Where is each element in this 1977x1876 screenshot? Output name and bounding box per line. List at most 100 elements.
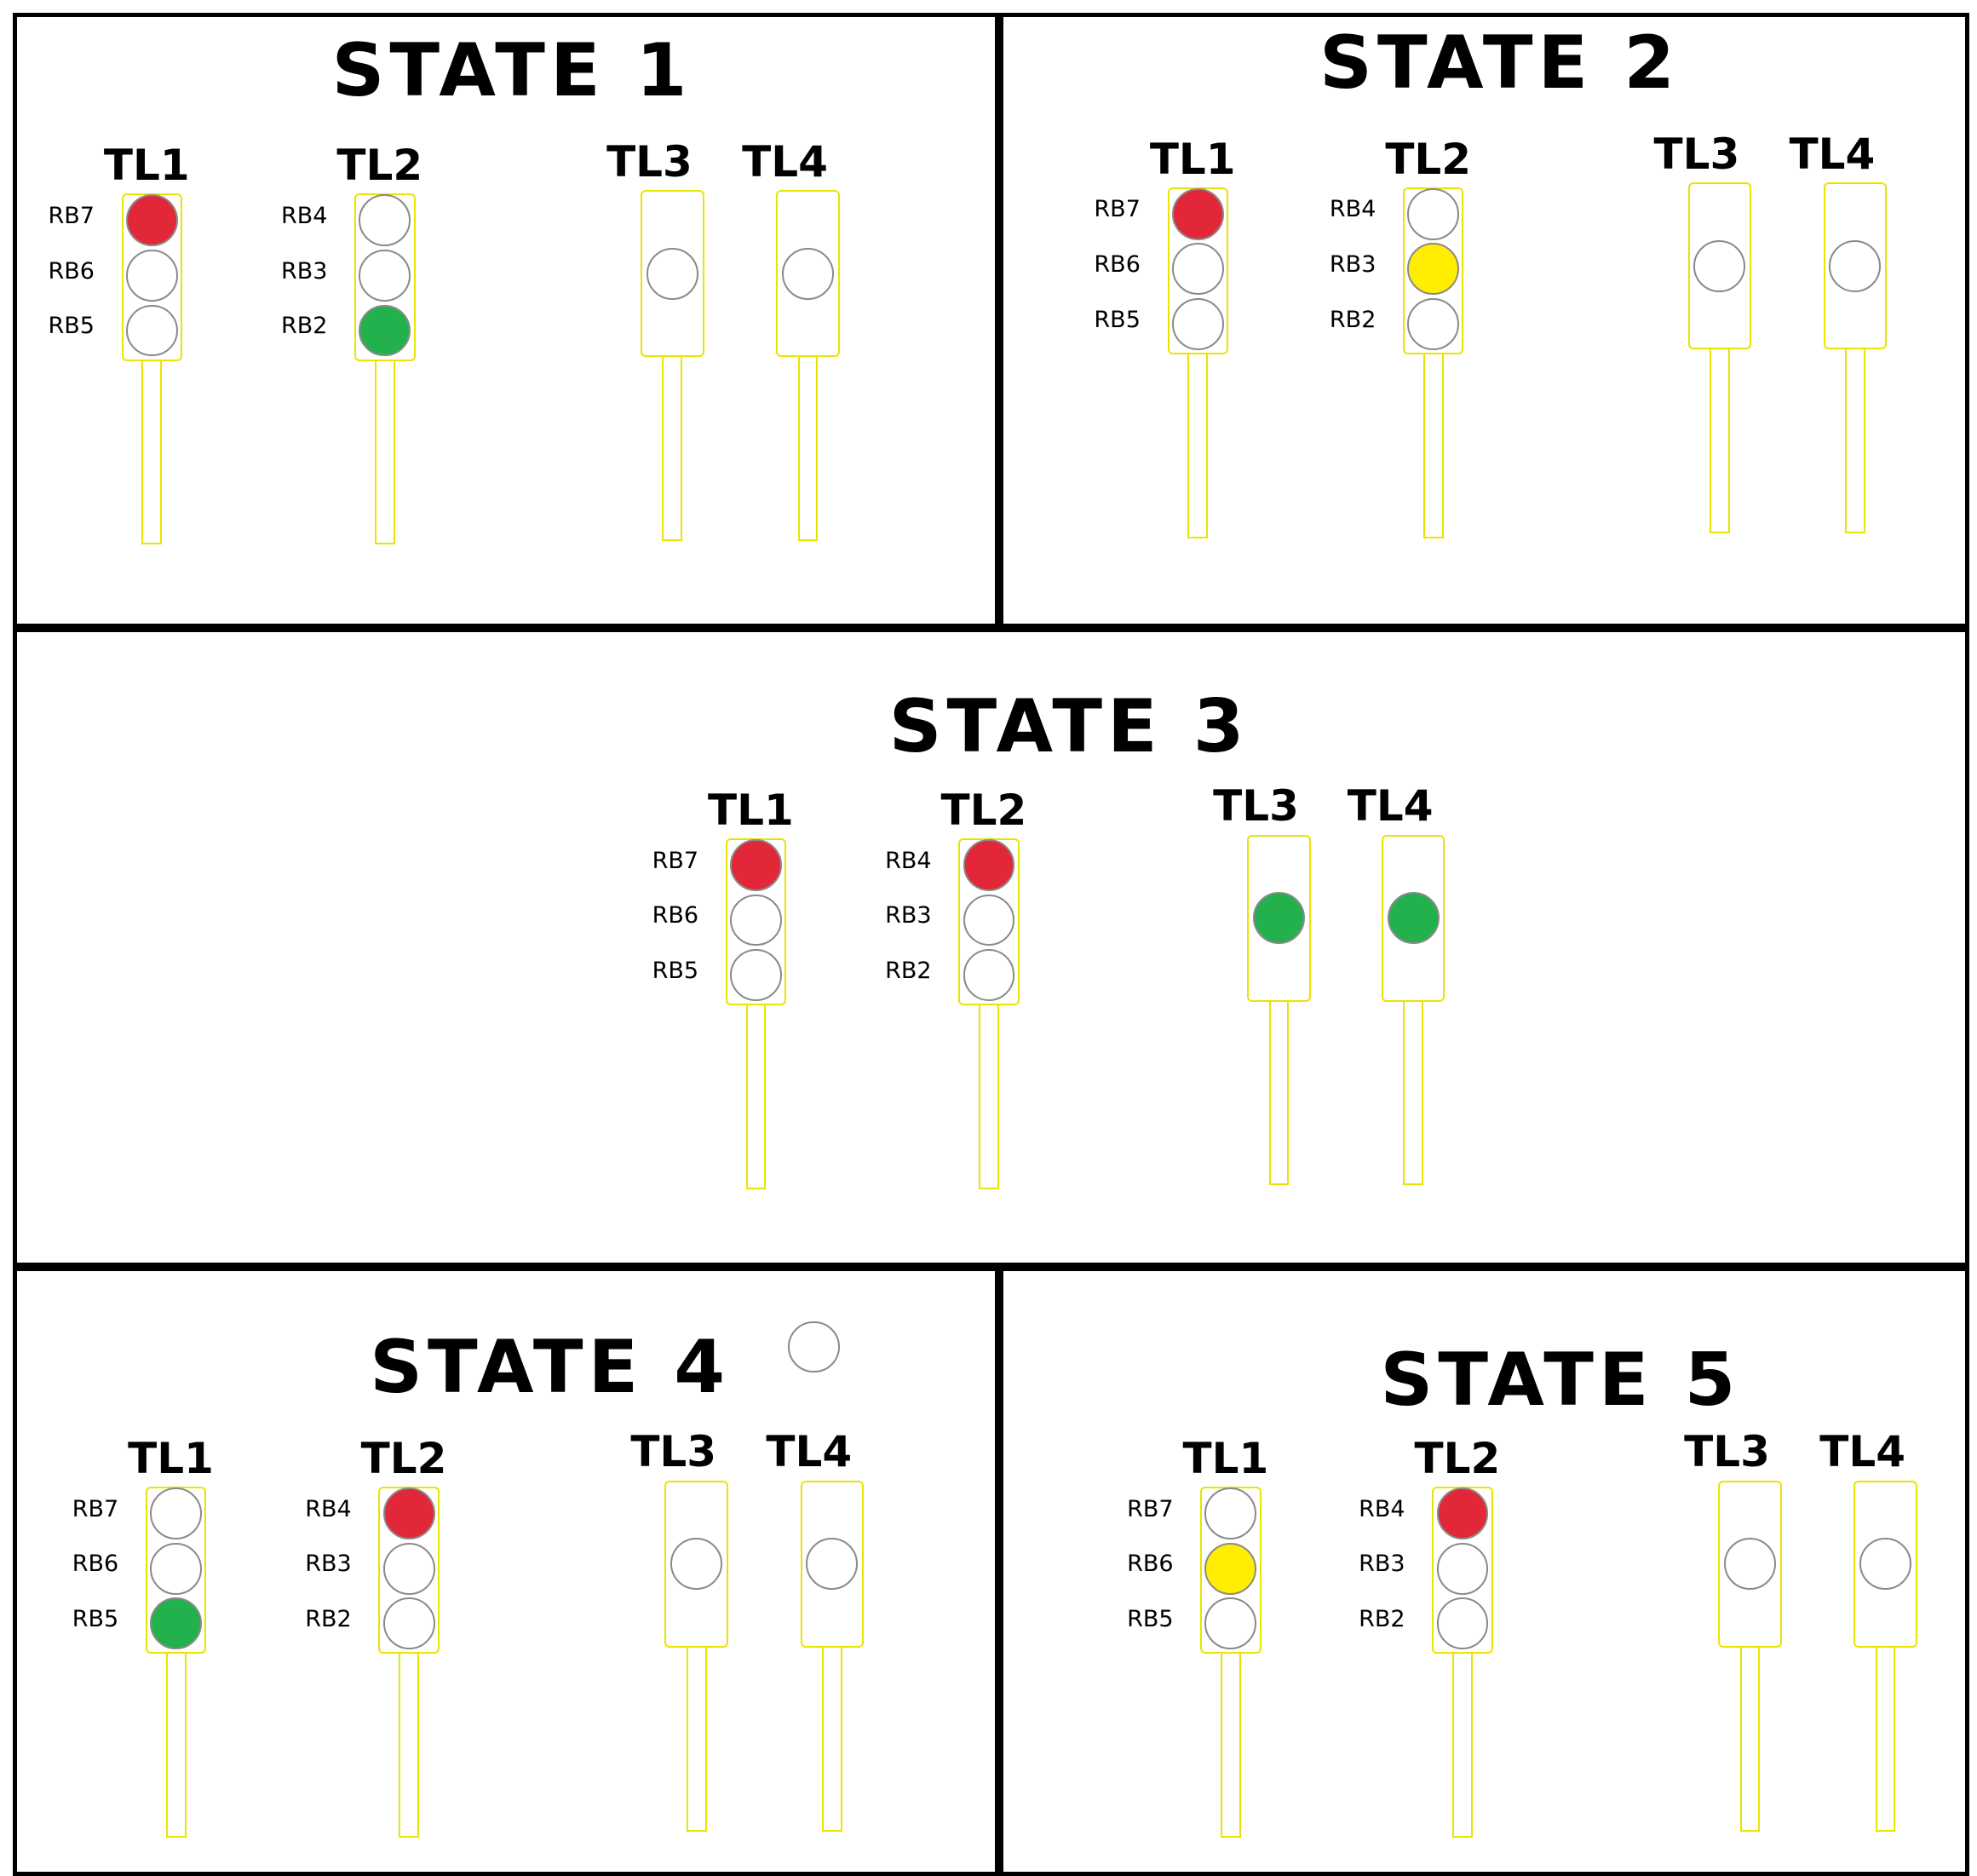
- lamp-off: [1204, 1597, 1257, 1650]
- lamp-red: [1436, 1488, 1489, 1539]
- lamp-label: RB6: [48, 257, 95, 285]
- lamp-off: [806, 1538, 859, 1591]
- lamp-label: RB6: [1127, 1551, 1174, 1578]
- lamp-label: RB6: [652, 902, 699, 929]
- traffic-light-pole: [1709, 347, 1730, 533]
- lamp-label: RB7: [72, 1495, 119, 1522]
- traffic-light-pole: [165, 1651, 187, 1839]
- lamp-label: RB7: [1094, 196, 1141, 223]
- lamp-off: [670, 1538, 723, 1591]
- traffic-light-pole: [1187, 352, 1209, 538]
- traffic-light-name: TL1: [1149, 134, 1236, 184]
- traffic-light-pole: [1739, 1645, 1761, 1832]
- stray-lamp-off: [787, 1321, 840, 1373]
- traffic-light-name: TL3: [1213, 781, 1299, 832]
- traffic-light-name: TL3: [606, 136, 693, 187]
- state-panel: [12, 1266, 999, 1876]
- lamp-red: [1171, 187, 1224, 240]
- lamp-label: RB5: [652, 957, 699, 984]
- lamp-label: RB4: [305, 1495, 352, 1522]
- traffic-light-pole: [1844, 347, 1865, 533]
- traffic-light-name: TL4: [1789, 129, 1876, 179]
- lamp-green: [150, 1597, 203, 1650]
- state-title: STATE 2: [1319, 20, 1681, 106]
- traffic-light-name: TL4: [742, 136, 828, 187]
- lamp-off: [125, 249, 178, 302]
- traffic-light-name: TL4: [1347, 781, 1434, 832]
- state-title: STATE 3: [888, 683, 1250, 769]
- traffic-light-name: TL1: [1182, 1433, 1269, 1483]
- lamp-green: [1387, 892, 1440, 945]
- traffic-light-name: TL4: [766, 1427, 853, 1477]
- lamp-label: RB3: [1329, 251, 1376, 279]
- lamp-label: RB5: [1127, 1606, 1174, 1632]
- lamp-off: [646, 247, 698, 300]
- lamp-label: RB4: [1329, 196, 1376, 223]
- traffic-light-pole: [821, 1645, 842, 1832]
- lamp-off: [1407, 187, 1460, 240]
- traffic-light-pole: [745, 1003, 767, 1189]
- traffic-light-pole: [1452, 1651, 1473, 1839]
- lamp-green: [359, 304, 411, 357]
- lamp-red: [382, 1488, 435, 1539]
- lamp-label: RB7: [48, 202, 95, 229]
- traffic-light-name: TL1: [128, 1433, 214, 1483]
- lamp-label: RB3: [885, 902, 932, 929]
- lamp-label: RB5: [72, 1606, 119, 1632]
- lamp-yellow: [1204, 1542, 1257, 1595]
- lamp-label: RB2: [281, 313, 328, 340]
- lamp-off: [125, 304, 178, 357]
- lamp-label: RB3: [305, 1551, 352, 1578]
- lamp-label: RB6: [1094, 251, 1141, 279]
- lamp-off: [1171, 243, 1224, 296]
- traffic-light-name: TL2: [360, 1433, 447, 1483]
- state-panel: [998, 12, 1969, 629]
- traffic-light-name: TL2: [336, 141, 423, 190]
- traffic-light-name: TL2: [940, 785, 1027, 835]
- lamp-label: RB4: [281, 202, 328, 229]
- traffic-light-pole: [979, 1003, 999, 1189]
- lamp-off: [1436, 1542, 1489, 1595]
- lamp-red: [730, 838, 782, 891]
- state-title: STATE 4: [370, 1324, 731, 1410]
- lamp-off: [1693, 239, 1746, 292]
- traffic-light-name: TL2: [1385, 134, 1472, 184]
- lamp-off: [963, 949, 1015, 1002]
- lamp-label: RB4: [1359, 1495, 1405, 1522]
- lamp-off: [730, 949, 782, 1002]
- traffic-light-name: TL3: [1684, 1427, 1770, 1477]
- lamp-off: [781, 247, 834, 300]
- lamp-off: [382, 1542, 435, 1595]
- traffic-light-pole: [797, 354, 819, 541]
- state-panel: [998, 1266, 1969, 1876]
- lamp-label: RB7: [1127, 1495, 1174, 1522]
- lamp-label: RB6: [72, 1551, 119, 1578]
- lamp-off: [963, 894, 1015, 947]
- lamp-label: RB5: [1094, 306, 1141, 333]
- lamp-label: RB4: [885, 847, 932, 874]
- lamp-label: RB3: [1359, 1551, 1405, 1578]
- traffic-light-name: TL4: [1819, 1427, 1905, 1477]
- lamp-green: [1252, 892, 1305, 945]
- lamp-off: [1204, 1488, 1257, 1539]
- lamp-red: [963, 838, 1015, 891]
- lamp-off: [150, 1488, 203, 1539]
- lamp-red: [125, 194, 178, 247]
- lamp-off: [1407, 298, 1460, 351]
- traffic-light-name: TL2: [1414, 1433, 1501, 1483]
- lamp-off: [1859, 1538, 1911, 1591]
- traffic-light-pole: [1221, 1651, 1241, 1839]
- lamp-label: RB2: [1359, 1606, 1405, 1632]
- state-panel: [12, 628, 1969, 1267]
- lamp-yellow: [1407, 243, 1460, 296]
- lamp-label: RB3: [281, 257, 328, 285]
- state-title: STATE 1: [331, 27, 693, 113]
- lamp-off: [359, 249, 411, 302]
- lamp-off: [1724, 1538, 1776, 1591]
- traffic-light-name: TL3: [630, 1427, 717, 1477]
- traffic-light-pole: [1403, 998, 1423, 1186]
- traffic-light-pole: [1875, 1645, 1896, 1832]
- lamp-off: [150, 1542, 203, 1595]
- lamp-label: RB2: [305, 1606, 352, 1632]
